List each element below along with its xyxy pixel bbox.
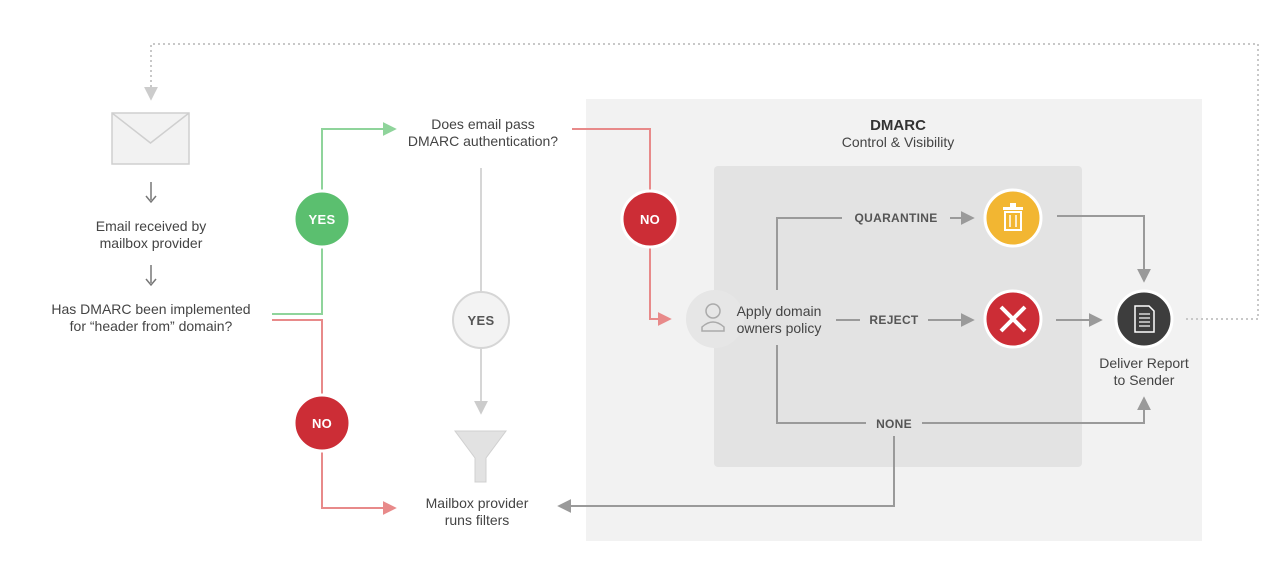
none-label: NONE: [876, 417, 912, 431]
reject-label: REJECT: [869, 313, 919, 327]
dmarc-implemented-line-2: for “header from” domain?: [69, 318, 233, 334]
none-branch-line: [776, 345, 866, 424]
document-icon: [1114, 289, 1174, 349]
quarantine-to-report-line: [1057, 215, 1151, 283]
dmarc-inner-panel: [714, 166, 1082, 467]
yes-badge-grey-label: YES: [467, 313, 495, 328]
quarantine-branch-line: [776, 217, 842, 290]
down-arrow-icon: [145, 265, 157, 287]
dmarc-section-title: DMARC: [870, 117, 926, 134]
yes-badge-green: [292, 189, 352, 249]
no-badge-red-top-label: NO: [639, 212, 661, 227]
dmarc-implemented-question: Has DMARC been implemented for “header f…: [36, 301, 266, 335]
feedback-loop-line: [144, 43, 1259, 320]
envelope-icon: [111, 112, 190, 165]
apply-policy-line-1: Apply domain: [736, 303, 822, 319]
no-badge-red-left-label: NO: [311, 416, 333, 431]
pass-auth-question: Does email pass DMARC authentication?: [383, 116, 583, 150]
email-received-line-1: Email received by: [95, 218, 207, 234]
trash-icon: [983, 188, 1043, 248]
no-badge-red-top: [620, 189, 680, 249]
mailbox-filters-text: Mailbox provider runs filters: [377, 495, 577, 529]
deliver-report-line-2: to Sender: [1113, 372, 1175, 388]
mailbox-filters-line-2: runs filters: [444, 512, 510, 528]
none-to-filters-line: [557, 436, 895, 513]
person-icon: [686, 290, 744, 348]
quarantine-label: QUARANTINE: [854, 211, 938, 225]
x-icon: [983, 289, 1043, 349]
deliver-report-text: Deliver Report to Sender: [1084, 355, 1204, 389]
none-to-report-line: [922, 396, 1151, 424]
yes-badge-grey: [452, 291, 510, 349]
apply-policy-line-2: owners policy: [736, 320, 822, 336]
pass-auth-line-1: Does email pass: [431, 116, 535, 132]
pass-auth-line-2: DMARC authentication?: [407, 133, 559, 149]
mailbox-filters-line-1: Mailbox provider: [425, 495, 529, 511]
down-arrow-icon: [145, 182, 157, 204]
email-received-text: Email received by mailbox provider: [51, 218, 251, 252]
dmarc-implemented-line-1: Has DMARC been implemented: [51, 301, 251, 317]
email-received-line-2: mailbox provider: [99, 235, 203, 251]
no-badge-red-left: [292, 393, 352, 453]
funnel-icon: [454, 430, 507, 483]
yes-badge-green-label: YES: [308, 212, 336, 227]
deliver-report-line-1: Deliver Report: [1099, 355, 1189, 371]
apply-policy-text: Apply domain owners policy: [729, 303, 829, 337]
dmarc-section-subtitle: Control & Visibility: [841, 134, 955, 150]
